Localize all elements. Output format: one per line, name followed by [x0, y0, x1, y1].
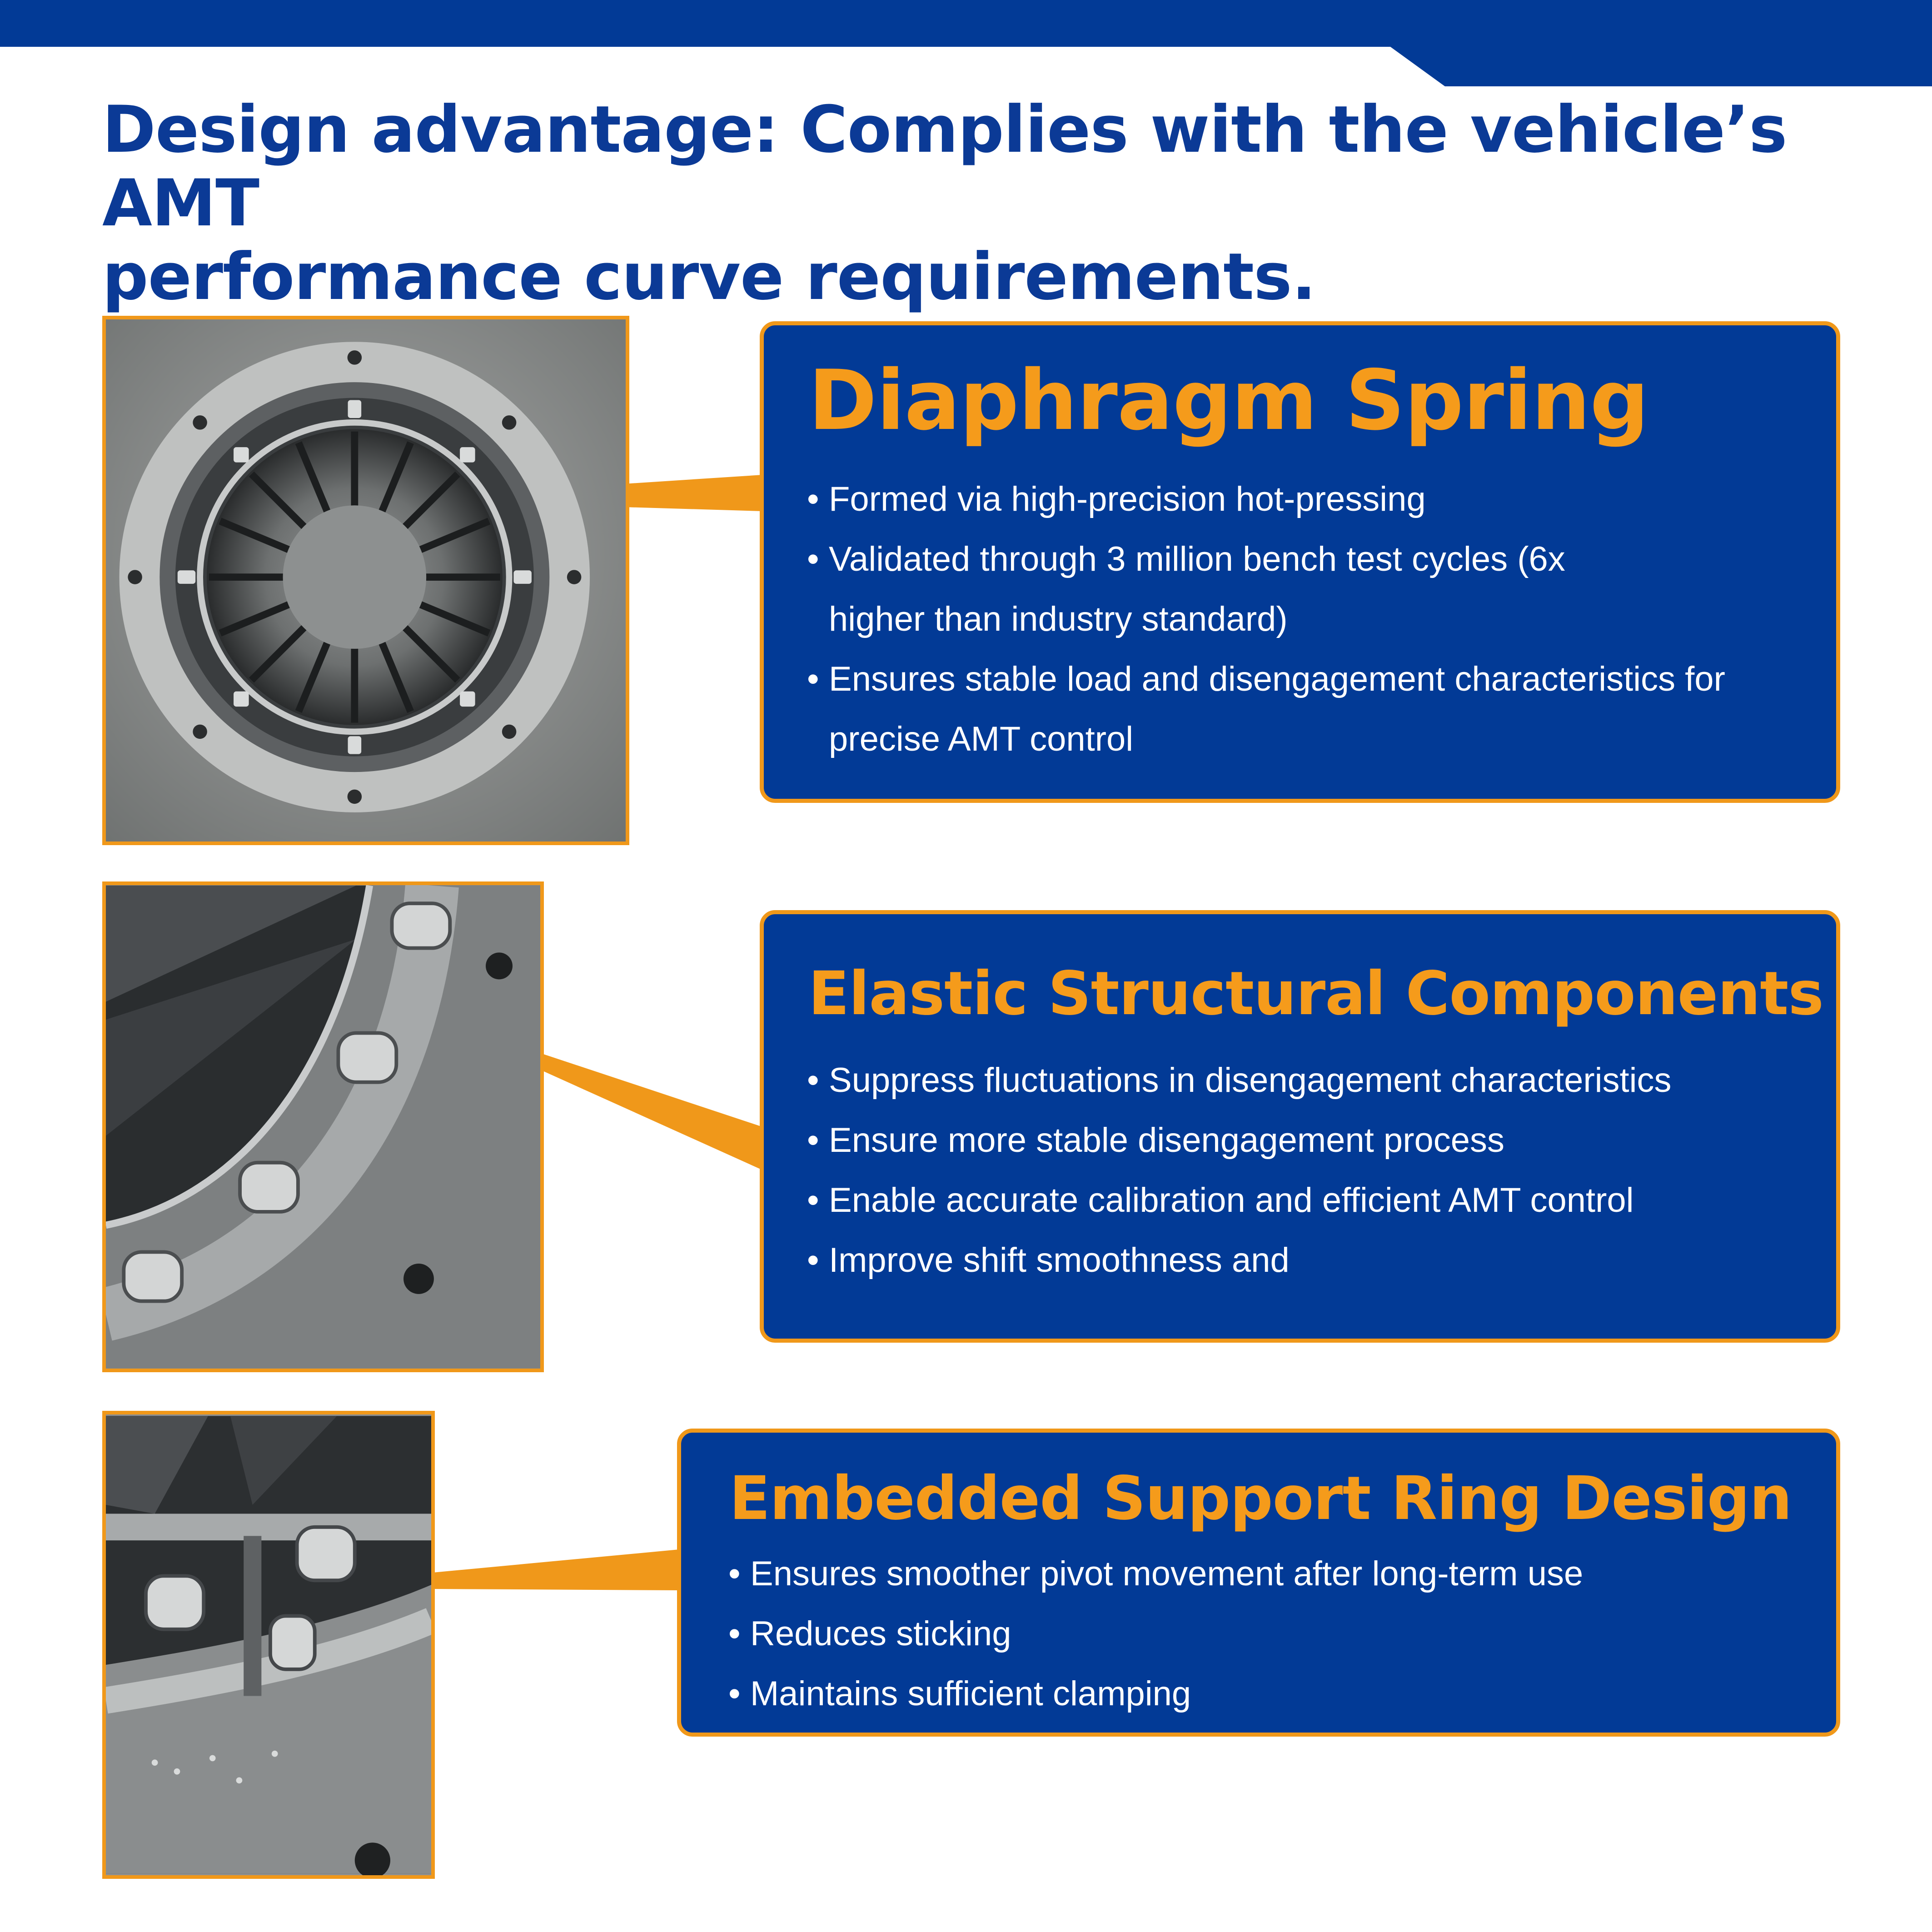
feature-bullet: Reduces sticking	[728, 1604, 1810, 1664]
feature-bullet: Improve shift smoothness and	[807, 1230, 1807, 1290]
feature-panel-elastic-components: Elastic Structural Components Suppress f…	[760, 910, 1840, 1343]
feature-bullets-elastic-components: Suppress fluctuations in disengagement c…	[807, 1051, 1807, 1290]
feature-bullet: Suppress fluctuations in disengagement c…	[807, 1051, 1807, 1110]
feature-bullet: Ensure more stable disengagement process	[807, 1110, 1807, 1170]
feature-panel-support-ring: Embedded Support Ring Design Ensures smo…	[677, 1429, 1840, 1737]
pressure-plate-illustration	[106, 319, 626, 842]
elastic-components-photo	[102, 881, 544, 1372]
feature-bullet: Validated through 3 million bench test c…	[807, 529, 1601, 649]
feature-bullet: Enable accurate calibration and efficien…	[807, 1170, 1807, 1230]
feature-bullet: Formed via high-precision hot-pressing	[807, 469, 1798, 529]
top-banner	[0, 0, 1932, 86]
support-ring-photo	[102, 1411, 435, 1879]
support-ring-illustration	[106, 1416, 431, 1875]
headline-line-1: Design advantage: Complies with the vehi…	[102, 92, 1788, 241]
elastic-components-illustration	[106, 885, 540, 1369]
diaphragm-spring-photo	[102, 316, 629, 845]
feature-bullet: Ensures smoother pivot movement after lo…	[728, 1544, 1810, 1604]
feature-bullets-diaphragm-spring: Formed via high-precision hot-pressing V…	[807, 469, 1798, 769]
feature-title-elastic-components: Elastic Structural Components	[808, 959, 1824, 1029]
feature-bullet: Maintains sufficient clamping	[728, 1664, 1810, 1724]
feature-bullets-support-ring: Ensures smoother pivot movement after lo…	[728, 1544, 1810, 1724]
feature-title-support-ring: Embedded Support Ring Design	[729, 1464, 1792, 1534]
headline-line-2: performance curve requirements.	[102, 239, 1316, 314]
page-headline: Design advantage: Complies with the vehi…	[102, 93, 1897, 314]
feature-bullet: Ensures stable load and disengagement ch…	[807, 649, 1798, 769]
feature-title-diaphragm-spring: Diaphragm Spring	[808, 352, 1649, 448]
feature-panel-diaphragm-spring: Diaphragm Spring Formed via high-precisi…	[760, 321, 1840, 803]
